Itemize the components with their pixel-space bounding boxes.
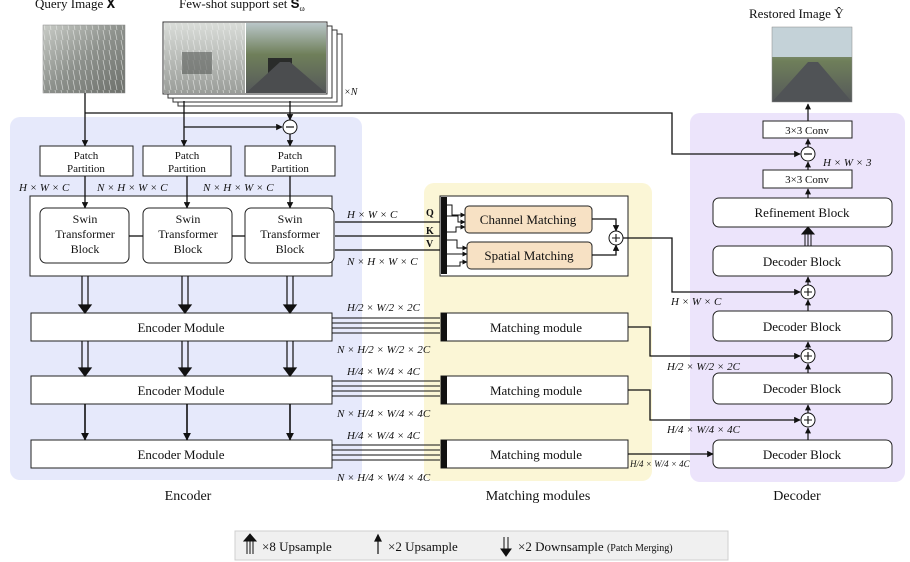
restored-image [771, 26, 853, 103]
refinement-block: Refinement Block [712, 197, 893, 228]
svg-text:Decoder Block: Decoder Block [763, 447, 842, 462]
svg-text:Decoder Block: Decoder Block [763, 381, 842, 396]
svg-text:Encoder Module: Encoder Module [137, 320, 224, 335]
encoder-module-3: Encoder Module [30, 439, 333, 469]
upsample-x8-arrow [800, 226, 816, 246]
support-set-title: Few-shot support set 𝐒ω [179, 0, 305, 13]
decoder-block-4: Decoder Block [712, 439, 893, 469]
up8-legend-label: ×8 Upsample [262, 539, 332, 554]
svg-text:3×3 Conv: 3×3 Conv [785, 125, 829, 137]
svg-text:Spatial Matching: Spatial Matching [484, 248, 574, 263]
svg-text:Block: Block [71, 242, 100, 256]
dim-m-3: H/2 × W/2 × 2C [346, 302, 421, 314]
svg-text:Partition: Partition [168, 163, 206, 175]
dim-support-partition-2: N × H × W × C [202, 182, 274, 194]
k-label: K [426, 226, 434, 237]
dim-m-1: H × W × C [346, 209, 398, 221]
decoder-block-1: Decoder Block [712, 245, 893, 277]
decoder-label: Decoder [773, 489, 821, 504]
dim-m-5: H/4 × W/4 × 4C [346, 366, 421, 378]
encoder-module-1: Encoder Module [30, 312, 333, 342]
encoder-module-2: Encoder Module [30, 375, 333, 405]
svg-text:Matching module: Matching module [490, 383, 582, 398]
svg-text:Matching module: Matching module [490, 320, 582, 335]
support-stack [162, 21, 343, 107]
dim-d-4: H/4 × W/4 × 4C [666, 424, 741, 436]
channel-matching-block: Channel Matching [464, 205, 593, 234]
svg-text:Transformer: Transformer [55, 227, 115, 241]
downsample-arrows [77, 276, 298, 377]
matching-input-bar-top [441, 197, 447, 274]
patch-partition-3: Patch Partition [244, 145, 336, 177]
svg-text:Swin: Swin [278, 212, 303, 226]
svg-text:Patch: Patch [278, 150, 303, 162]
svg-text:Decoder Block: Decoder Block [763, 319, 842, 334]
spatial-matching-block: Spatial Matching [466, 241, 593, 270]
svg-text:Block: Block [276, 242, 305, 256]
matching-module-2: Matching module [440, 375, 629, 405]
svg-text:Partition: Partition [67, 163, 105, 175]
dim-m-6: N × H/4 × W/4 × 4C [336, 408, 431, 420]
dim-d-3: H/2 × W/2 × 2C [666, 361, 741, 373]
matching-label: Matching modules [486, 489, 591, 504]
swin-block-3: Swin Transformer Block [244, 207, 335, 264]
svg-text:Swin: Swin [176, 212, 201, 226]
svg-text:Patch: Patch [175, 150, 200, 162]
patch-partition-2: Patch Partition [142, 145, 232, 177]
svg-text:Transformer: Transformer [158, 227, 218, 241]
matching-module-1: Matching module [440, 312, 629, 342]
dim-d-5: H/4 × W/4 × 4C [629, 459, 691, 469]
svg-text:Block: Block [174, 242, 203, 256]
restored-image-title: Restored Image Ŷ [749, 6, 844, 21]
svg-text:Encoder Module: Encoder Module [137, 383, 224, 398]
dim-query-partition: H × W × C [18, 182, 70, 194]
patch-partition-1: Patch Partition [39, 145, 134, 177]
conv-block-bottom: 3×3 Conv [762, 169, 853, 189]
q-label: Q [426, 208, 434, 219]
svg-text:Partition: Partition [271, 163, 309, 175]
query-image-title: Query Image 𝐗 [35, 0, 115, 11]
decoder-block-3: Decoder Block [712, 372, 893, 405]
swin-block-1: Swin Transformer Block [39, 207, 130, 264]
svg-text:Patch: Patch [74, 150, 99, 162]
dim-d-2: H × W × C [670, 296, 722, 308]
up2-legend-label: ×2 Upsample [388, 539, 458, 554]
matching-module-3: Matching module [440, 439, 629, 469]
up8-legend-icon [242, 533, 258, 554]
svg-text:3×3 Conv: 3×3 Conv [785, 174, 829, 186]
svg-text:Transformer: Transformer [260, 227, 320, 241]
svg-text:Matching module: Matching module [490, 447, 582, 462]
up2-legend-icon [374, 533, 382, 554]
times-n-label: ×N [344, 87, 359, 98]
dim-m-4: N × H/2 × W/2 × 2C [336, 344, 431, 356]
dim-m-2: N × H × W × C [346, 256, 418, 268]
v-label: V [426, 239, 434, 250]
decoder-block-2: Decoder Block [712, 310, 893, 342]
swin-block-2: Swin Transformer Block [142, 207, 233, 264]
conv-block-top: 3×3 Conv [762, 120, 853, 139]
down2-legend-label: ×2 Downsample (Patch Merging) [518, 539, 673, 554]
svg-text:Refinement Block: Refinement Block [755, 205, 850, 220]
dim-support-partition-1: N × H × W × C [96, 182, 168, 194]
svg-text:Channel Matching: Channel Matching [480, 212, 577, 227]
query-image [42, 24, 126, 94]
dim-d-1: H × W × 3 [822, 157, 872, 169]
svg-text:Encoder Module: Encoder Module [137, 447, 224, 462]
dim-m-8: N × H/4 × W/4 × 4C [336, 472, 431, 484]
svg-text:Swin: Swin [73, 212, 98, 226]
encoder-label: Encoder [165, 489, 212, 504]
legend: ×8 Upsample ×2 Upsample ×2 Downsample (P… [234, 530, 729, 561]
svg-text:Decoder Block: Decoder Block [763, 254, 842, 269]
dim-m-7: H/4 × W/4 × 4C [346, 430, 421, 442]
down2-legend-icon [500, 537, 512, 557]
